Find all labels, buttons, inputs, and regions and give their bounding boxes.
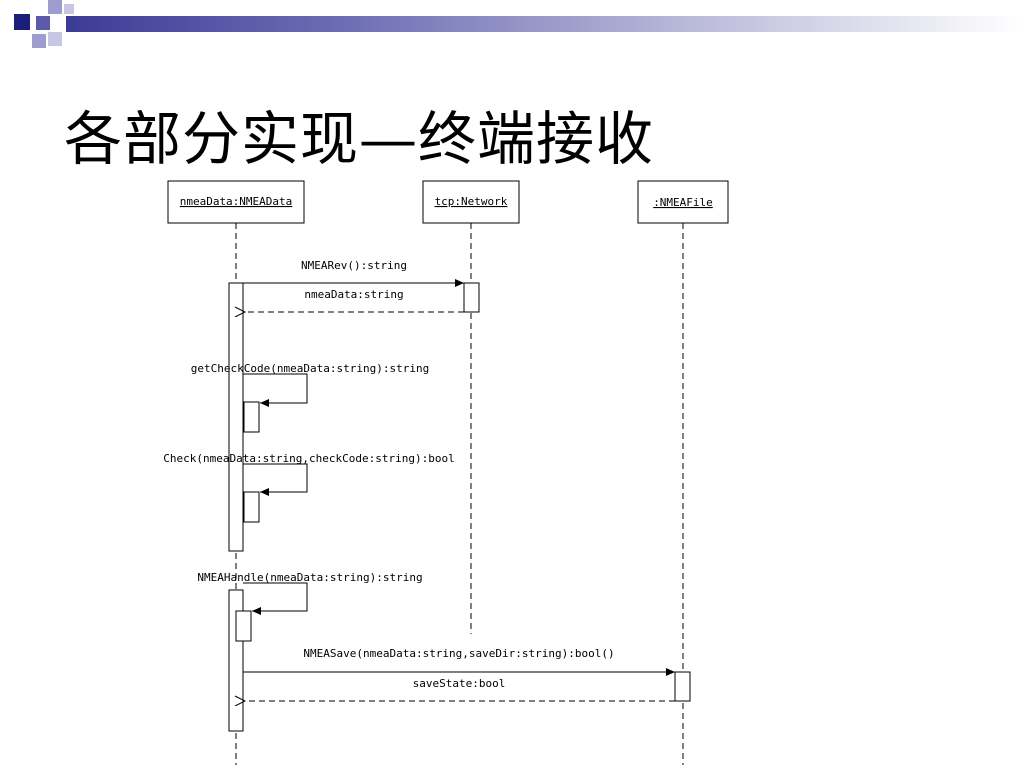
header-gradient-bar — [66, 16, 1024, 32]
deco-square-light — [48, 0, 62, 14]
corner-squares-decoration — [14, 0, 74, 48]
activation-bar-nmeadata-1 — [228, 282, 244, 552]
lifeline-header-tcp-network: tcp:Network — [422, 180, 520, 224]
message-arrow-getcheckcode — [243, 373, 308, 407]
deco-square-mid — [36, 16, 50, 30]
message-label-nmeasave: NMEASave(nmeaData:string,saveDir:string)… — [303, 647, 614, 660]
lifeline-label: :NMEAFile — [653, 196, 713, 209]
message-label-getcheckcode: getCheckCode(nmeaData:string):string — [191, 362, 429, 375]
deco-square-pale — [48, 32, 62, 46]
message-label-savestate: saveState:bool — [413, 677, 506, 690]
message-arrow-nmeahandle — [243, 582, 308, 615]
deco-square-pale — [64, 4, 74, 14]
activation-bar-self-getcheckcode — [243, 401, 260, 433]
activation-bar-self-check — [243, 491, 260, 523]
lifeline-header-nmeadata: nmeaData:NMEAData — [167, 180, 305, 224]
message-arrow-check — [243, 463, 308, 496]
lifeline-header-nmeafile: :NMEAFile — [637, 180, 729, 224]
lifeline-label: tcp:Network — [435, 195, 508, 208]
activation-bar-self-nmeahandle — [235, 610, 252, 642]
message-label-check: Check(nmeaData:string,checkCode:string):… — [163, 452, 454, 465]
lifeline-label: nmeaData:NMEAData — [180, 195, 293, 208]
slide-title: 各部分实现—终端接收 — [64, 105, 655, 173]
deco-square-dark — [14, 14, 30, 30]
activation-bar-tcp-network — [463, 282, 480, 313]
activation-bar-nmeafile — [674, 671, 691, 702]
message-label-nmeahandle: NMEAHandle(nmeaData:string):string — [197, 571, 422, 584]
deco-square-light — [32, 34, 46, 48]
message-label-nmeadata-return: nmeaData:string — [304, 288, 403, 301]
message-label-nmearev: NMEARev():string — [301, 259, 407, 272]
